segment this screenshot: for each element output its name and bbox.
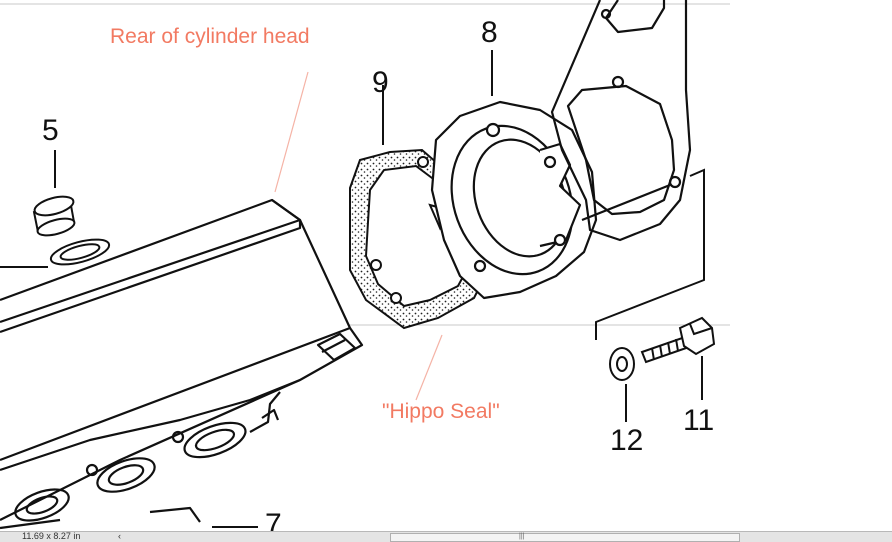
exploded-parts-diagram (0, 0, 730, 530)
cylinder-head (0, 198, 364, 530)
chevron-left-icon[interactable]: ‹ (118, 531, 121, 541)
grip-icon: ||| (519, 533, 525, 540)
rear-plate (550, 0, 692, 242)
callout-leaders (274, 71, 443, 401)
part-number-5: 5 (42, 114, 59, 147)
page-size-readout: 11.69 x 8.27 in (22, 531, 81, 541)
part-number-9: 9 (372, 66, 389, 99)
bracket-guide-lines (595, 168, 705, 340)
label-hippo-seal: "Hippo Seal" (382, 400, 500, 423)
part-12-washer (609, 347, 635, 422)
part-number-8: 8 (481, 16, 498, 49)
part-number-11: 11 (683, 404, 715, 437)
part-11-bolt (640, 316, 716, 400)
part-number-12: 12 (610, 424, 644, 457)
part-5-plug (0, 150, 111, 268)
status-bar: 11.69 x 8.27 in ‹ ||| (0, 531, 892, 542)
label-rear-of-cylinder-head: Rear of cylinder head (110, 25, 310, 48)
part-8-adaptor (430, 50, 598, 300)
